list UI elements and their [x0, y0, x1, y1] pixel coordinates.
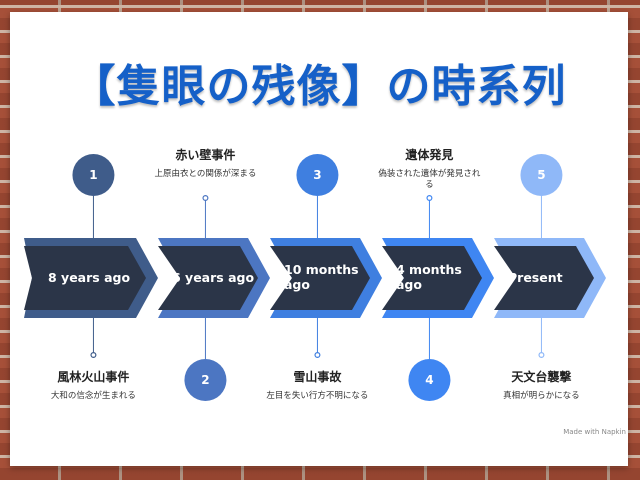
chevron-body [24, 246, 146, 310]
step-number-circle [296, 154, 339, 196]
step-number: 4 [425, 373, 433, 387]
made-with-napkin-credit: Made with Napkin [563, 428, 626, 436]
step-number-circle [72, 154, 115, 196]
time-label: 6 years ago [172, 270, 254, 285]
event-description: 大和の信念が生まれる [50, 391, 136, 401]
event-title: 雪山事故 [293, 370, 342, 384]
event-2: 赤い壁事件 上原由衣との関係が深まる [150, 146, 260, 180]
step-number-circle [184, 359, 227, 401]
step-number: 3 [313, 168, 321, 182]
page-title: 【隻眼の残像】の時系列 [71, 61, 567, 112]
event-dot [90, 352, 97, 359]
event-1: 風林火山事件 大和の信念が生まれる [38, 368, 148, 402]
step-number: 2 [201, 373, 209, 387]
event-dot [426, 195, 433, 202]
chevron-body [494, 246, 594, 310]
event-description: 真相が明らかになる [503, 391, 580, 401]
event-dot [202, 195, 209, 202]
event-dot [538, 352, 545, 359]
step-number-circle [408, 359, 451, 401]
event-title: 風林火山事件 [57, 370, 130, 384]
event-description: 左目を失い行方不明になる [266, 391, 369, 401]
event-description: 偽装された遺体が発見される [378, 169, 481, 190]
chevron-body [270, 246, 370, 310]
event-title: 遺体発見 [405, 148, 454, 162]
step-number: 1 [89, 168, 97, 182]
event-dot [314, 352, 321, 359]
event-4: 遺体発見 偽装された遺体が発見される [374, 146, 484, 191]
event-description: 上原由衣との関係が深まる [154, 169, 257, 179]
event-3: 雪山事故 左目を失い行方不明になる [262, 368, 372, 402]
step-number-circle [520, 154, 563, 196]
event-title: 天文台襲撃 [511, 370, 572, 384]
step-number: 5 [537, 168, 545, 182]
event-title: 赤い壁事件 [175, 148, 236, 162]
chevron-body [382, 246, 482, 310]
chevron-body [158, 246, 258, 310]
time-label: 8 years ago [48, 270, 130, 285]
time-label: Present [508, 270, 563, 285]
event-5: 天文台襲撃 真相が明らかになる [486, 368, 596, 402]
